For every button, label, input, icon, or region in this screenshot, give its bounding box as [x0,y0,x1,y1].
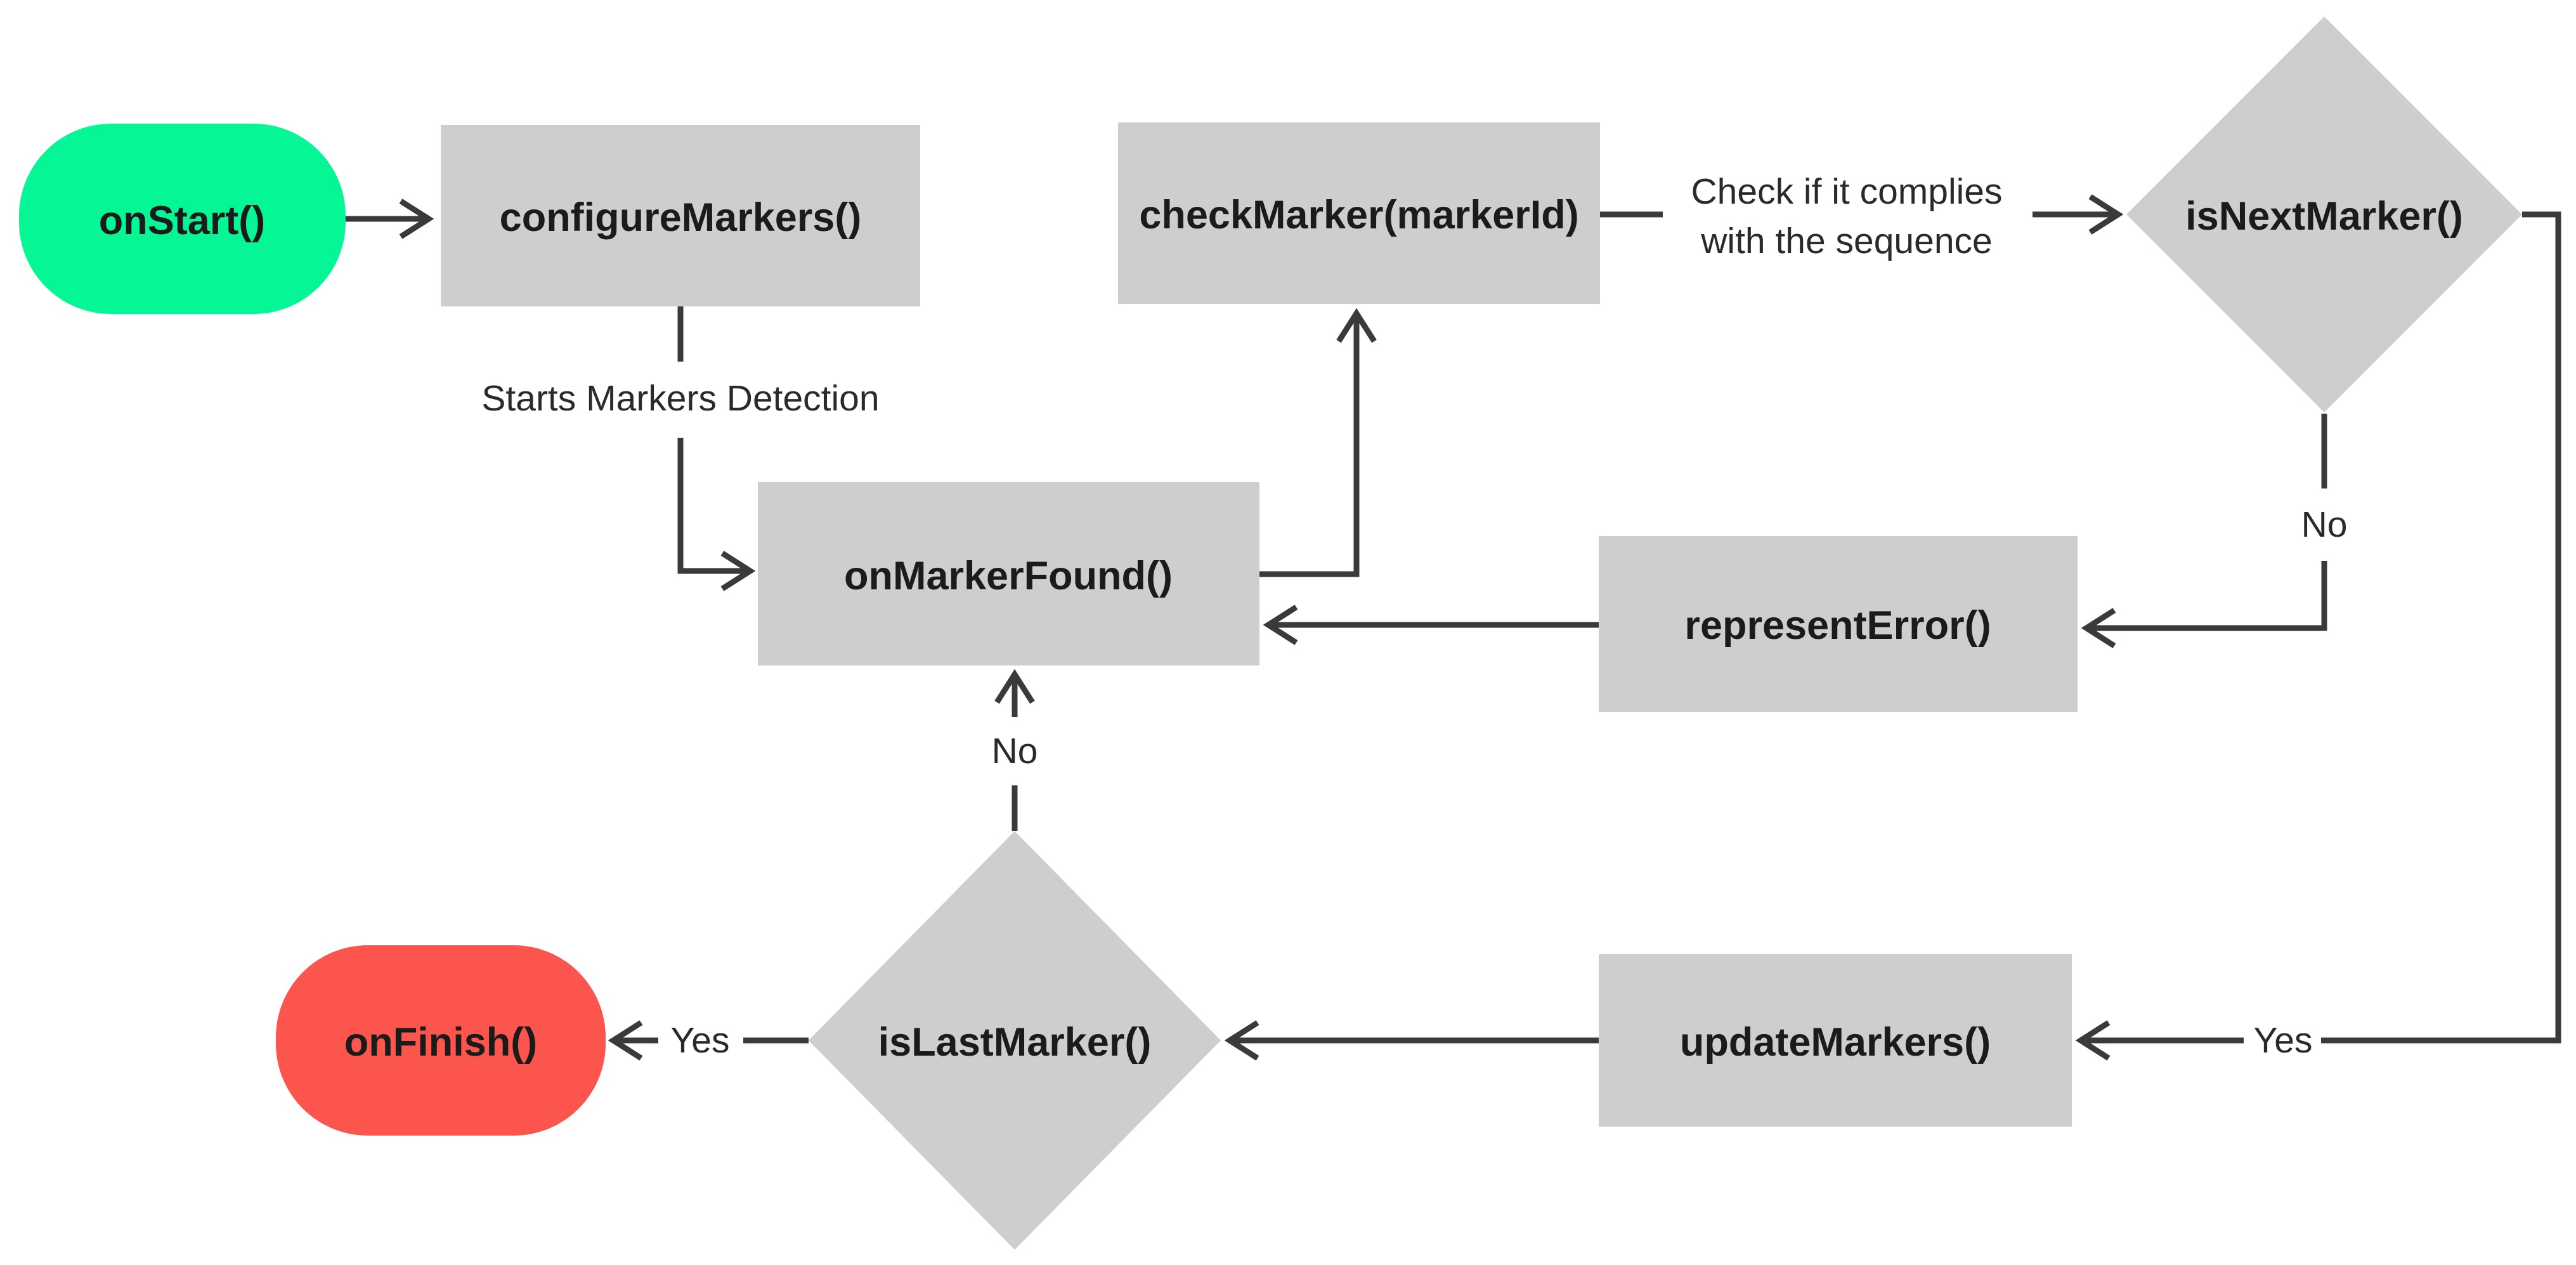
representerror-label: representError() [1684,603,1991,648]
onfinish-label: onFinish() [344,1020,537,1065]
edge-label-isnextmarker-yes: Yes [2254,1020,2313,1061]
node-onstart: onStart() [19,124,346,314]
onstart-label: onStart() [99,199,265,243]
edge-label-isnextmarker-no: No [2301,504,2348,545]
onfinish-terminator-shape [276,945,606,1136]
edge-isnextmarker-no-to-representerror [2081,561,2327,648]
updatemarkers-process-shape [1599,954,2072,1127]
configuremarkers-label: configureMarkers() [500,195,862,240]
updatemarkers-label: updateMarkers() [1680,1020,1991,1065]
onstart-terminator-shape [19,124,346,314]
edge-configuremarkers-to-onmarkerfound [677,438,756,591]
node-updatemarkers: updateMarkers() [1599,954,2072,1127]
node-onfinish: onFinish() [276,945,606,1136]
node-isnextmarker: isNextMarker() [2126,16,2522,412]
node-islastmarker: isLastMarker() [809,831,1221,1250]
edge-label-islastmarker-yes: Yes [671,1020,730,1061]
onmarkerfound-process-shape [758,482,1259,665]
edge-label-starts-markers-detection: Starts Markers Detection [481,378,879,419]
edge-label-check-complies-line2: with the sequence [1700,221,1992,261]
islastmarker-label: isLastMarker() [878,1020,1152,1065]
node-representerror: representError() [1599,536,2078,712]
isnextmarker-decision-shape [2126,16,2522,412]
node-checkmarker: checkMarker(markerId) [1118,122,1600,304]
node-onmarkerfound: onMarkerFound() [758,482,1259,665]
checkmarker-process-shape [1118,122,1600,304]
representerror-process-shape [1599,536,2078,712]
edge-isnextmarker-yes-loop [2321,211,2561,1044]
edge-label-islastmarker-no: No [992,731,1038,771]
edges [346,194,2561,1061]
edge-onmarkerfound-to-checkmarker [1259,308,1377,577]
checkmarker-label: checkMarker(markerId) [1139,193,1578,237]
edge-labels: Starts Markers Detection Check if it com… [481,171,2347,1061]
isnextmarker-label: isNextMarker() [2185,194,2463,239]
islastmarker-decision-shape [809,831,1221,1250]
onmarkerfound-label: onMarkerFound() [844,554,1173,598]
node-configuremarkers: configureMarkers() [441,125,920,306]
edge-label-check-complies-line1: Check if it complies [1691,171,2003,212]
configuremarkers-process-shape [441,125,920,306]
